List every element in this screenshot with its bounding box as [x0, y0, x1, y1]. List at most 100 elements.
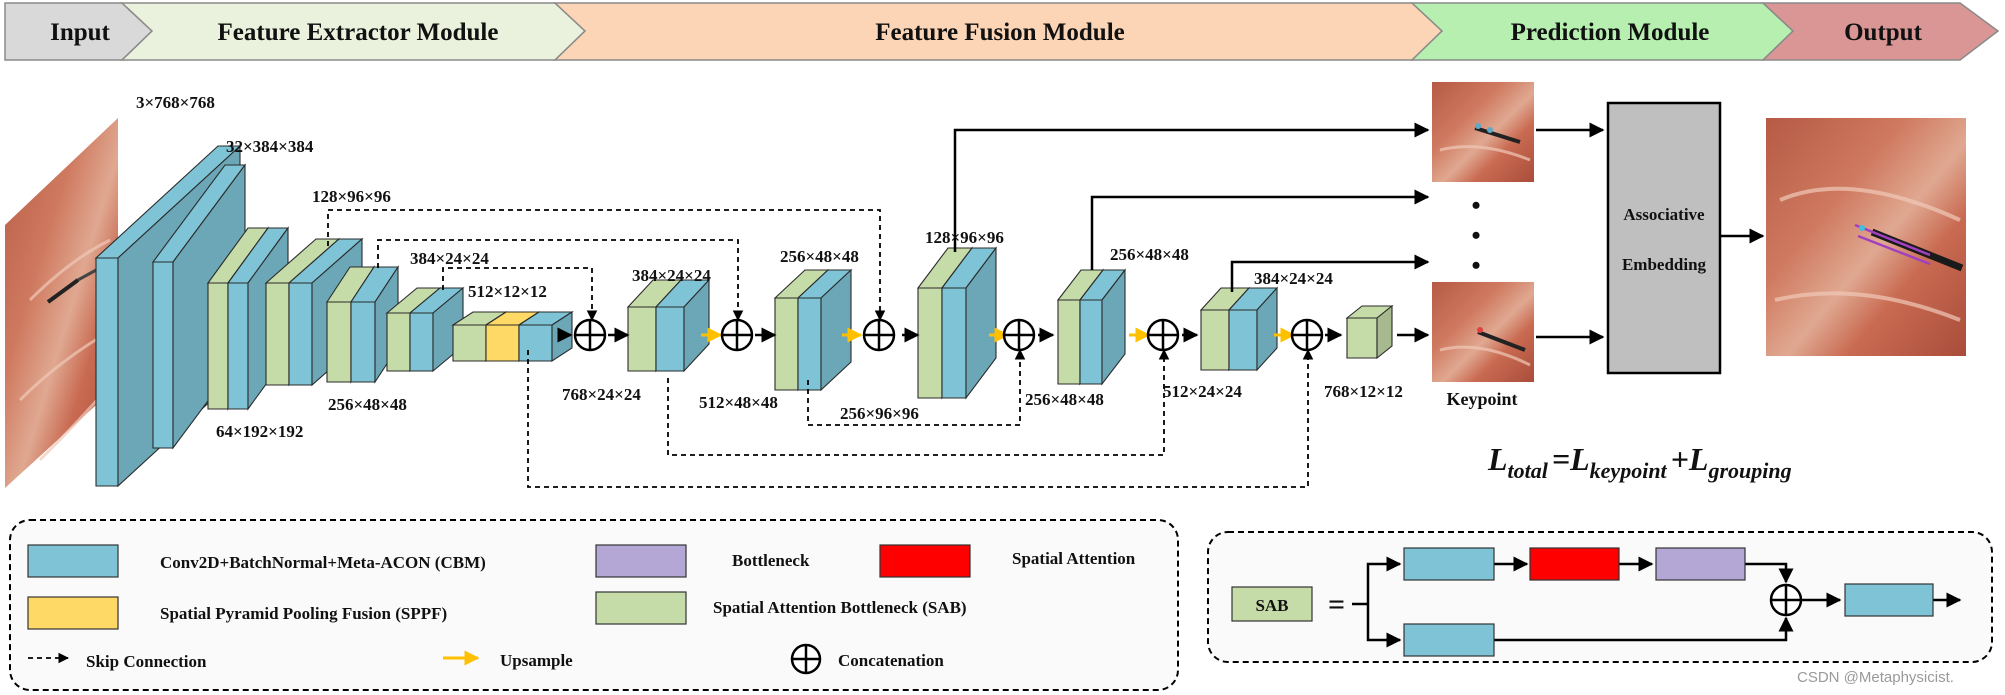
block-stage3-slab1-front	[288, 282, 313, 386]
legend-bottleneck-swatch	[595, 544, 687, 578]
block-fusion3-slab1-front	[941, 287, 967, 399]
output-image	[1766, 118, 1966, 356]
block-sppf-slab1-front	[485, 324, 520, 362]
block-stage4-slab0-front	[326, 301, 352, 383]
dim-stage1: 32×384×384	[226, 137, 314, 156]
dim-fusion1-bottom: 768×24×24	[562, 385, 641, 404]
block-fusion2-slab1-side	[820, 268, 852, 392]
dim-fusion3-bottom: 256×96×96	[840, 404, 919, 423]
sab-equals: =	[1328, 588, 1345, 621]
block-sppf-slab2-front	[518, 324, 553, 362]
block-fusion5-slab1-front	[1228, 309, 1258, 371]
circle-plus-icon	[720, 318, 754, 352]
circle-plus-icon	[862, 318, 896, 352]
legend-sppf-label: Spatial Pyramid Pooling Fusion (SPPF)	[160, 604, 447, 623]
loss-total-sub: total	[1508, 458, 1549, 483]
keypoint-heatmap-top	[1432, 82, 1534, 182]
block-fusion4-slab0-front	[1057, 299, 1081, 385]
legend-sppf-swatch	[27, 596, 119, 630]
loss-l-grouping: L	[1688, 441, 1709, 477]
block-fusion6-front	[1346, 317, 1378, 359]
keypoint-label: Keypoint	[1446, 389, 1517, 409]
sab-detail-panel: SAB =	[1207, 531, 1993, 663]
loss-l-keypoint: L	[1569, 441, 1590, 477]
dim-stage5: 384×24×24	[410, 249, 489, 268]
header-output-segment	[1761, 2, 2000, 61]
block-fusion4-slab1-side	[1101, 268, 1126, 386]
legend-panel: Conv2D+BatchNormal+Meta-ACON (CBM) Spati…	[9, 519, 1179, 691]
legend-cbm-label: Conv2D+BatchNormal+Meta-ACON (CBM)	[160, 553, 486, 572]
loss-grouping-sub: grouping	[1707, 458, 1791, 483]
sab-cbm-out	[1844, 583, 1934, 617]
block-fusion1-slab1-side	[683, 278, 710, 373]
block-stage2-slab0-front	[207, 282, 229, 410]
block-fusion6-side	[1376, 304, 1393, 360]
dim-fusion2-top: 256×48×48	[780, 247, 859, 266]
block-fusion3-slab0-front	[917, 287, 943, 399]
skip-connections	[327, 209, 1314, 488]
keypoint-heatmap-bottom	[1432, 282, 1534, 382]
dim-stage4: 256×48×48	[328, 395, 407, 414]
sab-box	[1231, 586, 1313, 622]
associative-embedding-box: Associative Embedding	[1606, 101, 1722, 375]
header-prediction-label: Prediction Module	[1511, 19, 1710, 46]
loss-plus: +	[1671, 441, 1689, 477]
dim-fusion5-bottom: 512×24×24	[1163, 382, 1242, 401]
ae-label-line1: Associative	[1623, 205, 1705, 224]
sab-label: SAB	[1255, 596, 1288, 615]
concat-symbols	[573, 318, 1324, 352]
circle-plus-icon	[1769, 583, 1803, 617]
loss-l-total: L	[1487, 441, 1508, 477]
circle-plus-icon	[1290, 318, 1324, 352]
sab-cbm-1	[1403, 547, 1495, 581]
dimension-labels: 3×768×768 32×384×384 128×96×96 384×24×24…	[136, 93, 1403, 441]
dim-fusion4-bottom: 256×48×48	[1025, 390, 1104, 409]
dim-fusion3-top: 128×96×96	[925, 228, 1004, 247]
dim-fusion6-bottom: 768×12×12	[1324, 382, 1403, 401]
circle-plus-icon	[573, 318, 607, 352]
header-feature-extractor-label: Feature Extractor Module	[218, 19, 499, 46]
dim-sppf: 512×12×12	[468, 282, 547, 301]
legend-skip-label: Skip Connection	[86, 652, 207, 671]
block-fusion3-slab1-side	[965, 246, 997, 400]
dim-fusion4-top: 256×48×48	[1110, 245, 1189, 264]
loss-formula: Ltotal=Lkeypoint+Lgrouping	[1487, 441, 1792, 483]
legend-sab-swatch	[595, 591, 687, 625]
network-blocks	[94, 144, 1394, 488]
circle-plus-icon	[1146, 318, 1180, 352]
sab-spatial-attention	[1529, 547, 1620, 581]
block-fusion2-slab0-front	[774, 297, 799, 391]
dim-fusion5-top: 384×24×24	[1254, 269, 1333, 288]
circle-plus-icon	[1002, 318, 1036, 352]
svg-text:•: •	[1471, 251, 1480, 280]
dim-fusion1-top: 384×24×24	[632, 266, 711, 285]
sab-bottleneck	[1655, 547, 1746, 581]
dim-fusion2-bottom: 512×48×48	[699, 393, 778, 412]
block-stage5-slab1-front	[409, 312, 434, 372]
block-fusion5-slab1-side	[1256, 286, 1278, 372]
dim-stage2: 64×192×192	[216, 422, 303, 441]
header-feature-fusion-label: Feature Fusion Module	[875, 19, 1125, 46]
svg-text:•: •	[1471, 221, 1480, 250]
block-fusion1-slab0-front	[627, 306, 657, 372]
dim-input: 3×768×768	[136, 93, 215, 112]
block-stage5-slab0-front	[386, 312, 411, 372]
header-banner: Input Feature Extractor Module Feature F…	[4, 2, 2000, 61]
block-fusion4-slab1-front	[1079, 299, 1103, 385]
block-input-conv-front	[95, 257, 119, 487]
legend-cbm-swatch	[27, 544, 119, 578]
header-output-label: Output	[1844, 19, 1922, 46]
legend-sab-label: Spatial Attention Bottleneck (SAB)	[713, 598, 967, 617]
sab-cbm-2	[1403, 623, 1495, 657]
loss-eq: =	[1552, 441, 1570, 477]
block-fusion5-slab0-front	[1200, 309, 1230, 371]
loss-keypoint-sub: keypoint	[1590, 458, 1668, 483]
block-fusion2-slab1-front	[797, 297, 822, 391]
watermark: CSDN @Metaphysicist.	[1797, 669, 1954, 686]
dim-stage3: 128×96×96	[312, 187, 391, 206]
svg-text:•: •	[1471, 191, 1480, 220]
block-stage2-slab1-front	[227, 282, 249, 410]
prediction-branch-arrows	[953, 122, 1765, 345]
legend-concat-label: Concatenation	[838, 651, 944, 670]
legend-spatial-attention-swatch	[879, 544, 971, 578]
